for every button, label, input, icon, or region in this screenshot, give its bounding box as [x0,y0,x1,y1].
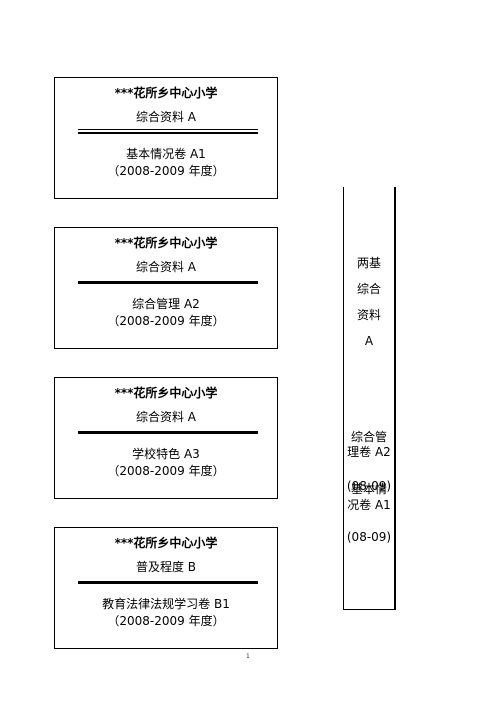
cover-card-a3: ***花所乡中心小学 综合资料 A 学校特色 A3 （2008-2009 年度） [54,377,278,499]
spine-item-a2-year: (08-09) [346,479,392,493]
divider [78,581,258,584]
section-title: 综合资料 A [135,110,197,124]
school-name: ***花所乡中心小学 [114,86,218,100]
document-title: 教育法律法规学习卷 B1 [102,597,230,611]
divider [78,129,258,134]
spine-item-a1-line: 况卷 A1 [347,498,391,512]
spine-item-a2-line: 理卷 A2 [347,445,391,459]
cover-card-a2: ***花所乡中心小学 综合资料 A 综合管理 A2 （2008-2009 年度） [54,227,278,349]
cover-card-a1: ***花所乡中心小学 综合资料 A 基本情况卷 A1 （2008-2009 年度… [54,77,278,199]
year-label: （2008-2009 年度） [107,614,225,628]
section-title: 普及程度 B [135,560,197,574]
year-label: （2008-2009 年度） [107,164,225,178]
document-title: 综合管理 A2 [132,297,200,311]
school-name: ***花所乡中心小学 [114,536,218,550]
divider [78,431,258,434]
spine-title-line: 资料 [356,308,381,322]
spine-item-a1-line: 基本情 [350,482,387,496]
spine-label: 两基 综合 资料 A 综合管 理卷 A2 (08-09) 基本情 况卷 A1 (… [343,187,396,610]
cover-card-b1: ***花所乡中心小学 普及程度 B 教育法律法规学习卷 B1 （2008-200… [54,527,278,649]
section-title: 综合资料 A [135,410,197,424]
divider [78,281,258,284]
spine-title-line: 两基 [356,256,381,270]
school-name: ***花所乡中心小学 [114,236,218,250]
year-label: （2008-2009 年度） [107,314,225,328]
document-title: 基本情况卷 A1 [126,147,206,161]
page-number: 1 [246,653,250,660]
spine-item-a2-line: 综合管 [350,430,387,444]
spine-item-a1-year: (08-09) [346,530,392,544]
spine-title-line: 综合 [356,282,381,296]
spine-title-line: A [364,334,374,348]
year-label: （2008-2009 年度） [107,464,225,478]
document-title: 学校特色 A3 [132,447,200,461]
section-title: 综合资料 A [135,260,197,274]
school-name: ***花所乡中心小学 [114,386,218,400]
